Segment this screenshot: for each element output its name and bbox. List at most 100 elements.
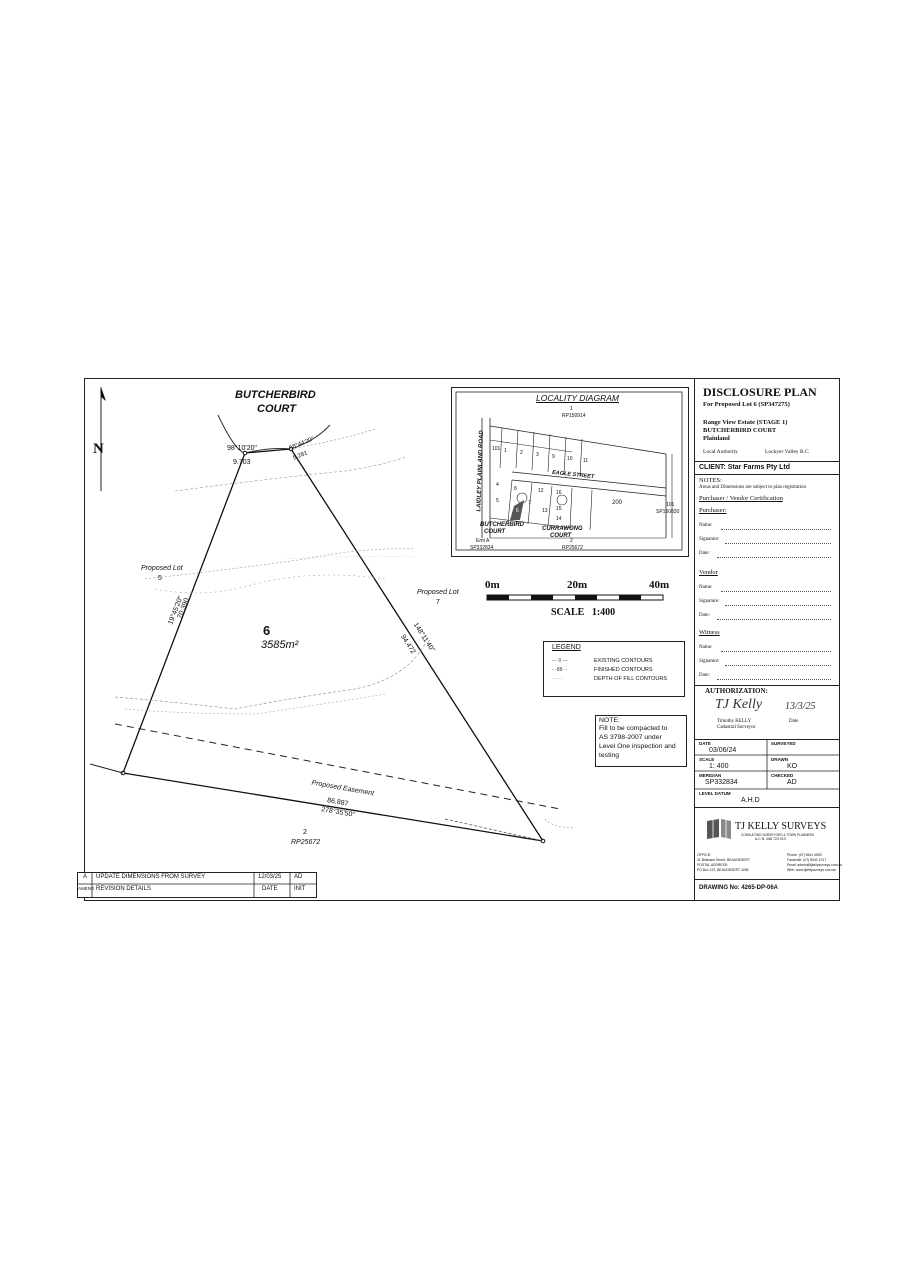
bearing-top: 98°10'20" (227, 445, 257, 452)
legend-mark: — 8 — (552, 658, 568, 664)
locality-small-lot: 2 (520, 450, 523, 456)
witness-label: Witness (699, 629, 720, 636)
witness-date-label: Date: (699, 673, 710, 678)
locality-small-lot: 6 (516, 508, 519, 514)
office-label: OFFICE: (697, 853, 712, 857)
revision-init: AD (294, 874, 303, 880)
vendor-name-field[interactable] (721, 591, 831, 592)
vendor-date-label: Date: (699, 613, 710, 618)
locality-map (455, 391, 683, 551)
contour-bottom (444, 818, 544, 842)
revision-date: 12/03/25 (258, 874, 282, 880)
locality-lot2-plan: RP25672 (562, 545, 583, 551)
locality-lot2: 2 (570, 538, 573, 544)
depth-contour (284, 556, 416, 560)
lot-boundary-left (122, 452, 246, 774)
witness-name-field[interactable] (721, 651, 831, 652)
company-name: TJ KELLY SURVEYS (735, 821, 827, 832)
cert-label: Purchaser / Vendor Certification (699, 495, 783, 502)
plan-sheet: N BUTCHERBIRD COURT 98°10'20" 9.703 58°4… (77, 378, 843, 901)
purchaser-name-label: Name: (699, 523, 713, 528)
locality-small-lot: 1 (504, 448, 507, 454)
plan-title: DISCLOSURE PLAN (703, 385, 817, 399)
vendor-signature-field[interactable] (725, 605, 831, 606)
note-line: AS 3798-2007 under (599, 734, 662, 741)
locality-currawong: CURRAWONG (542, 526, 583, 532)
revision-desc: UPDATE DIMENSIONS FROM SURVEY (96, 874, 206, 880)
easement-edge (89, 763, 124, 774)
note-line: testing (599, 752, 620, 759)
locality-small-lot: 13 (542, 508, 548, 514)
purchaser-signature-field[interactable] (725, 543, 831, 544)
revision-table: A UPDATE DIMENSIONS FROM SURVEY 12/03/25… (77, 872, 317, 898)
locality-butcherbird: BUTCHERBIRD (480, 522, 524, 528)
authorization-signature: TJ Kelly (715, 697, 763, 712)
locality-court2: COURT (550, 533, 572, 539)
vendor-name-label: Name: (699, 585, 713, 590)
scale-20: 20m (567, 579, 588, 591)
lot-boundary-top (244, 448, 292, 454)
locality-ementa: Emt A (476, 538, 490, 544)
locality-small-lot: 3 (536, 452, 539, 458)
purchaser-name-field[interactable] (721, 529, 831, 530)
existing-contour (144, 548, 416, 580)
locality-small-lot: 10 (567, 456, 573, 462)
witness-signature-label: Signature: (699, 659, 720, 664)
surveyor-name: Timothy KELLY (717, 719, 752, 724)
existing-contour (174, 456, 406, 492)
plan-subtitle: For Proposed Lot 6 (SP347275) (703, 401, 790, 408)
contact-line: Facsimile: (07) 5541 4747 (787, 858, 827, 862)
authorization-label: AUTHORIZATION: (705, 687, 768, 695)
contact-line: Email: admin@tjkellysurveys.com.au (787, 863, 843, 867)
estate: Range View Estate (STAGE 1) (703, 419, 788, 426)
locality-small-lot: 15 (556, 506, 562, 512)
north-label: N (93, 441, 104, 457)
locality-small-lot: 5 (496, 498, 499, 504)
authorization-date: 13/3/25 (785, 701, 816, 712)
vendor-date-field[interactable] (717, 619, 831, 620)
witness-date-field[interactable] (717, 679, 831, 680)
checked-head: CHECKED (771, 773, 794, 778)
witness-signature-field[interactable] (725, 665, 831, 666)
lot-2-num: 2 (303, 829, 307, 836)
plan-drawing (89, 387, 576, 844)
vendor-signature-label: Signature: (699, 599, 720, 604)
proposed-lot-7-num: 7 (436, 599, 440, 606)
purchaser-label: Purchaser: (699, 507, 727, 514)
existing-contour (154, 574, 386, 594)
corner-peg (288, 446, 294, 452)
legend-mark: - -88- - (552, 667, 567, 673)
scale-label: SCALE 1:400 (551, 607, 616, 618)
street: BUTCHERBIRD COURT (703, 427, 777, 434)
company-abn: A.C.N. 068 723 013 (755, 837, 786, 841)
notes-text: Areas and Dimensions are subject to plan… (699, 485, 807, 490)
locality-small-lot: 11 (583, 458, 589, 464)
contour-top (290, 428, 376, 450)
purchaser-date-field[interactable] (717, 557, 831, 558)
locality-lot1: 1 (570, 406, 573, 412)
local-authority-value: Lockyer Valley R.C (765, 449, 809, 455)
locality-small-lot: 14 (556, 516, 562, 522)
locality-lot101b-plan: SP150830 (656, 509, 680, 515)
contact-line: Phone: (07) 5541 4553 (787, 853, 822, 857)
office-line: 31 Brisbane Street, BEAUDESERT (697, 858, 750, 862)
revision-head-init: INIT (294, 886, 306, 892)
lot-2-plan: RP25672 (291, 839, 321, 846)
legend-item: EXISTING CONTOURS (594, 658, 653, 664)
purchaser-signature-label: Signature: (699, 537, 720, 542)
checked-value: AD (787, 779, 797, 786)
note-line: NOTE: (599, 717, 620, 724)
lot-6-highlight (510, 500, 524, 520)
easement-line (114, 723, 561, 810)
note-line: Fill to be compacted to (599, 725, 668, 732)
company-sub: CONSULTING SURVEYORS & TOWN PLANNERS (741, 833, 815, 837)
locality-title: LOCALITY DIAGRAM (536, 393, 619, 403)
revision-rev: A (83, 874, 88, 880)
surveyed-head: SURVEYED (771, 741, 796, 746)
legend-mark: - - - - (552, 676, 563, 682)
locality-small-lot: 4 (496, 482, 499, 488)
proposed-lot-5-label: Proposed Lot (141, 565, 183, 572)
scale-head: SCALE (699, 757, 715, 762)
locality-lot101b: 101 (666, 502, 675, 508)
vendor-label: Vendor (699, 569, 718, 576)
